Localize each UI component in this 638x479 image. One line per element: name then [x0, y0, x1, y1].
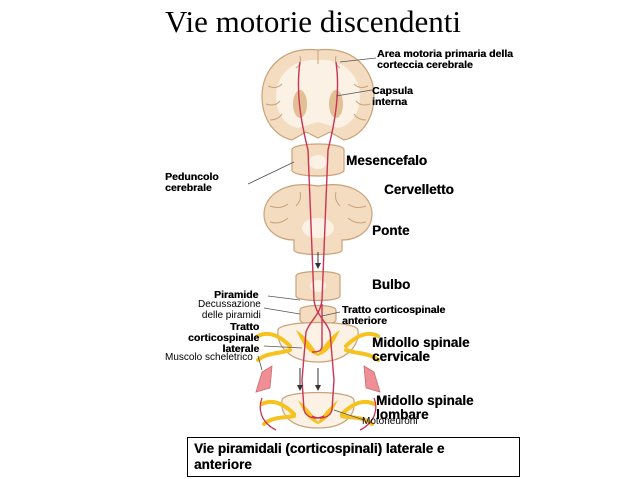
medulla-section [295, 270, 341, 302]
label-bulbo: Bulbo [372, 277, 411, 292]
flow-arrows [297, 252, 321, 391]
label-mesencefalo: Mesencefalo [346, 153, 428, 168]
cervical-cord-section [256, 321, 380, 363]
label-piramide: Piramide [214, 289, 259, 301]
pyramid-decussation [299, 304, 337, 326]
pons-cerebellum-section [263, 184, 373, 256]
lumbar-cord-section [260, 391, 376, 429]
page-title: Vie motorie discendenti [165, 4, 461, 39]
leader-lines [247, 57, 377, 421]
brain-section [261, 49, 375, 141]
skeletal-muscle-left [255, 365, 277, 431]
label-muscolo: Muscolo scheletrico [165, 352, 253, 363]
corticospinal-tracts [297, 61, 339, 419]
midbrain-section [291, 143, 345, 177]
label-ponte: Ponte [372, 223, 410, 238]
label-cervelletto: Cervelletto [384, 182, 454, 197]
skeletal-muscle-right [359, 365, 381, 431]
label-motoneuroni: Motoneuroni [362, 416, 418, 427]
caption-box: Vie piramidali (corticospinali) laterale… [187, 437, 520, 477]
